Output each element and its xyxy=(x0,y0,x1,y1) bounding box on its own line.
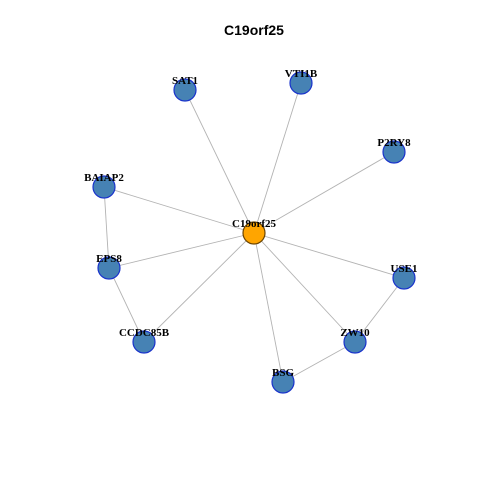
node-label-sat1: SAT1 xyxy=(172,75,198,87)
edge-zw10-bsg xyxy=(282,341,356,383)
edge-use1-zw10 xyxy=(354,277,405,343)
edge-c19orf25-p2ry8 xyxy=(253,151,395,234)
edge-c19orf25-use1 xyxy=(253,232,405,279)
edge-c19orf25-vti1b xyxy=(253,82,302,234)
node-label-vti1b: VTI1B xyxy=(285,68,318,80)
diagram-title: C19orf25 xyxy=(224,22,284,38)
nodes-layer xyxy=(92,71,416,394)
node-eps8 xyxy=(97,256,121,280)
edge-c19orf25-eps8 xyxy=(108,232,255,269)
edge-baiap2-eps8 xyxy=(103,186,110,269)
node-zw10 xyxy=(343,330,367,354)
node-ccdc85b xyxy=(132,330,156,354)
node-label-zw10: ZW10 xyxy=(340,327,370,339)
node-sat1 xyxy=(173,78,197,102)
edge-eps8-ccdc85b xyxy=(108,267,145,343)
node-use1 xyxy=(392,266,416,290)
edge-c19orf25-sat1 xyxy=(184,89,255,234)
edge-c19orf25-zw10 xyxy=(253,232,356,343)
node-label-use1: USE1 xyxy=(391,263,418,275)
node-label-c19orf25: C19orf25 xyxy=(232,218,276,230)
edges-layer xyxy=(103,82,405,383)
node-bsg xyxy=(271,370,295,394)
node-label-p2ry8: P2RY8 xyxy=(377,137,411,149)
labels-layer: C19orf25 SAT1 VTI1B P2RY8BAIAP2EPS8USE1CCDC… xyxy=(84,68,417,379)
edge-c19orf25-ccdc85b xyxy=(143,232,255,343)
node-vti1b xyxy=(289,71,313,95)
edge-c19orf25-bsg xyxy=(253,232,284,383)
node-baiap2 xyxy=(92,175,116,199)
node-label-eps8: EPS8 xyxy=(96,253,122,265)
node-label-ccdc85b: CCDC85B xyxy=(119,327,170,339)
node-p2ry8 xyxy=(382,140,406,164)
node-label-bsg: BSG xyxy=(272,367,294,379)
edge-c19orf25-baiap2 xyxy=(103,186,255,234)
node-label-baiap2: BAIAP2 xyxy=(84,172,124,184)
node-c19orf25 xyxy=(242,221,266,245)
